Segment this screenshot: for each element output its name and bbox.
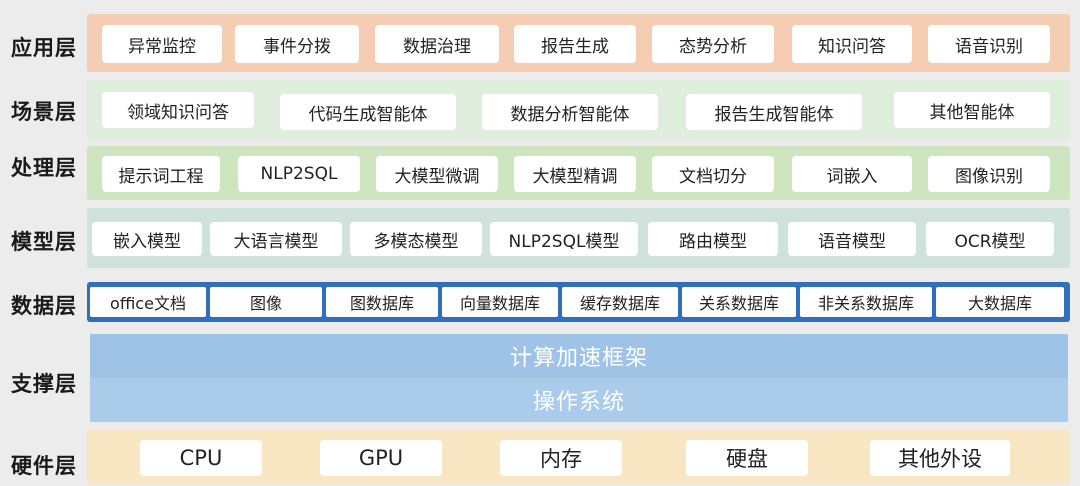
layer-label-support: 支撑层 [11, 372, 77, 396]
layer-label-application: 应用层 [11, 36, 77, 60]
model-item-multimodal: 多模态模型 [350, 222, 482, 256]
scenario-item-code-agent: 代码生成智能体 [280, 94, 456, 130]
data-item-relational-db: 关系数据库 [682, 287, 796, 317]
proc-item-doc-chunking: 文档切分 [652, 156, 774, 192]
hw-item-cpu: CPU [140, 440, 262, 476]
app-item-speech-recognition: 语音识别 [928, 25, 1050, 63]
model-item-embedding: 嵌入模型 [92, 222, 202, 256]
data-item-office-docs: office文档 [90, 287, 206, 317]
model-item-llm: 大语言模型 [210, 222, 342, 256]
app-item-data-governance: 数据治理 [375, 25, 499, 63]
layer-label-data: 数据层 [11, 294, 77, 318]
model-item-ocr: OCR模型 [926, 222, 1054, 256]
hw-item-memory: 内存 [500, 440, 622, 476]
scenario-item-data-analysis-agent: 数据分析智能体 [482, 94, 658, 130]
layer-label-processing: 处理层 [11, 156, 77, 180]
data-item-cache-db: 缓存数据库 [562, 287, 678, 317]
data-item-vector-db: 向量数据库 [442, 287, 558, 317]
support-compute-acceleration-bar: 计算加速框架 [90, 334, 1068, 378]
model-item-speech: 语音模型 [788, 222, 916, 256]
model-item-router: 路由模型 [648, 222, 778, 256]
proc-item-nlp2sql: NLP2SQL [238, 156, 360, 192]
proc-item-image-recognition: 图像识别 [928, 156, 1050, 192]
data-item-graph-db: 图数据库 [326, 287, 438, 317]
proc-item-llm-finetune: 大模型微调 [376, 156, 498, 192]
proc-item-llm-refine: 大模型精调 [514, 156, 636, 192]
scenario-item-domain-qa: 领域知识问答 [102, 92, 254, 128]
app-item-situation-analysis: 态势分析 [652, 25, 774, 63]
hw-item-gpu: GPU [320, 440, 442, 476]
data-item-image: 图像 [210, 287, 322, 317]
scenario-item-other-agent: 其他智能体 [894, 92, 1050, 128]
proc-item-prompt-engineering: 提示词工程 [102, 156, 220, 192]
app-item-anomaly-monitoring: 异常监控 [102, 25, 222, 63]
model-item-nlp2sql: NLP2SQL模型 [490, 222, 638, 256]
hw-item-other-peripherals: 其他外设 [870, 440, 1010, 476]
app-item-report-generation: 报告生成 [514, 25, 636, 63]
proc-item-word-embedding: 词嵌入 [792, 156, 912, 192]
scenario-item-report-agent: 报告生成智能体 [686, 94, 862, 130]
app-item-knowledge-qa: 知识问答 [792, 25, 912, 63]
support-operating-system-bar: 操作系统 [90, 378, 1068, 422]
layer-label-model: 模型层 [11, 230, 77, 254]
app-item-event-dispatch: 事件分拨 [235, 25, 359, 63]
data-item-big-data-db: 大数据库 [936, 287, 1064, 317]
data-item-nonrelational-db: 非关系数据库 [800, 287, 932, 317]
layer-label-scenario: 场景层 [11, 100, 77, 124]
layer-label-hardware: 硬件层 [11, 454, 77, 478]
hw-item-disk: 硬盘 [686, 440, 808, 476]
